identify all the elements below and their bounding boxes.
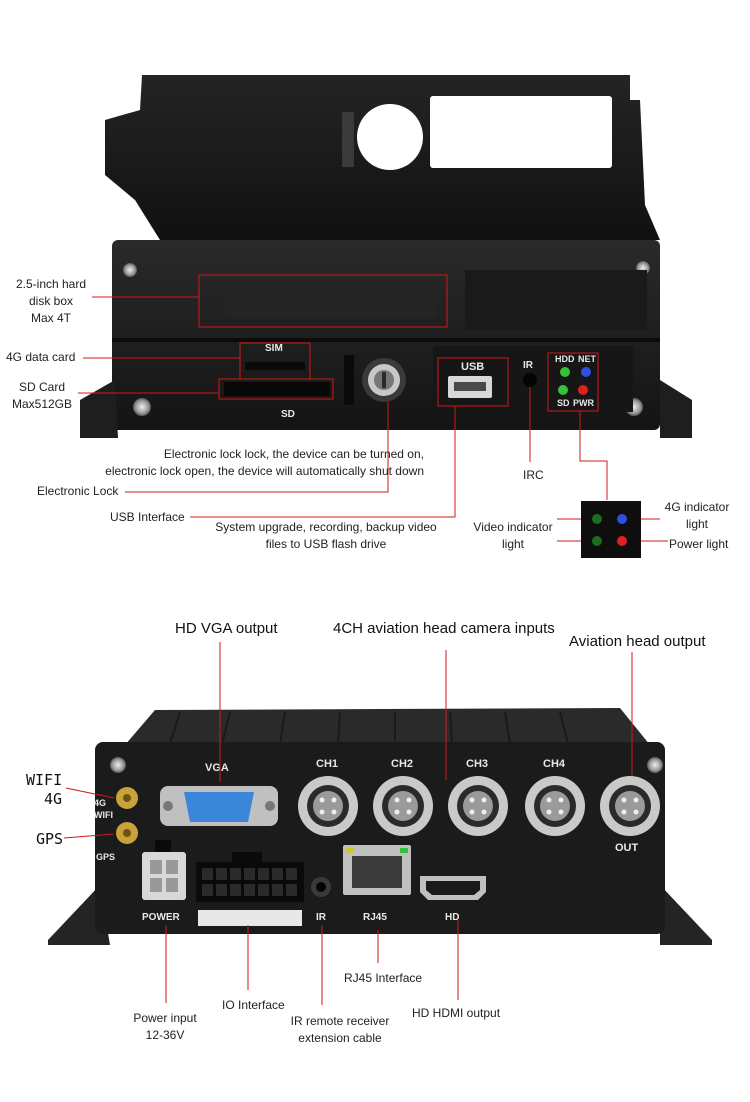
rj45-interface-label: RJ45 Interface xyxy=(344,971,423,985)
ir-panel-label: IR xyxy=(316,912,327,923)
video-led-label-2: light xyxy=(501,537,524,551)
io-interface-label: IO Interface xyxy=(222,998,285,1012)
out-panel-label: OUT xyxy=(615,842,639,854)
power-connector xyxy=(142,852,186,900)
usb-desc-line-1: System upgrade, recording, backup video xyxy=(215,520,437,534)
net-led xyxy=(581,367,591,377)
hdd-led-label: HDD xyxy=(555,354,575,364)
bracket-hole xyxy=(357,104,423,170)
usb-desc-line-2: files to USB flash drive xyxy=(265,537,387,551)
ch2-connector xyxy=(373,776,433,836)
out-connector xyxy=(600,776,660,836)
hdd-box-label-2: disk box xyxy=(28,294,74,308)
usb-port-label: USB xyxy=(461,361,484,373)
data-card-label: 4G data card xyxy=(6,350,76,364)
net-led-label: NET xyxy=(578,354,597,364)
hdd-led xyxy=(560,367,570,377)
sim-slot-label: SIM xyxy=(265,343,283,354)
power-input-label-2: 12-36V xyxy=(145,1028,185,1042)
electronic-lock-label: Electronic Lock xyxy=(37,484,119,498)
hdd-box-label-3: Max 4T xyxy=(30,311,71,325)
4g-led-label-1: 4G indicator xyxy=(664,500,730,514)
led-callout-box xyxy=(547,352,599,412)
pwr-led xyxy=(578,385,588,395)
4g-callout-label: 4G xyxy=(44,790,63,808)
4g-panel-label: 4G xyxy=(94,798,106,808)
ch1-panel-label: CH1 xyxy=(316,758,338,770)
ir-receiver-label-1: IR remote receiver xyxy=(290,1014,390,1028)
sd-card-label-2: Max512GB xyxy=(11,397,73,411)
vga-output-label: HD VGA output xyxy=(175,620,278,637)
sd-slot-label: SD xyxy=(281,409,295,420)
hdd-box-label-1: 2.5-inch hard xyxy=(15,277,87,291)
lock-desc-line-2: electronic lock open, the device will au… xyxy=(105,464,424,478)
camera-inputs-label: 4CH aviation head camera inputs xyxy=(333,620,555,637)
rear-body xyxy=(95,742,665,934)
gps-callout-label: GPS xyxy=(36,830,64,848)
ch2-panel-label: CH2 xyxy=(391,758,413,770)
rj45-panel-label: RJ45 xyxy=(363,912,387,923)
ch3-panel-label: CH3 xyxy=(466,758,488,770)
ch3-connector xyxy=(448,776,508,836)
sd-led xyxy=(558,385,568,395)
hdd-callout-box xyxy=(198,274,448,328)
usb-callout-box xyxy=(437,357,509,407)
sd-led-label: SD xyxy=(557,398,570,408)
power-input-label-1: Power input xyxy=(133,1011,197,1025)
sd-card-label-1: SD Card xyxy=(18,380,65,394)
video-led-label-1: Video indicator xyxy=(473,520,553,534)
4g-led-label-2: light xyxy=(685,517,708,531)
aviation-output-label: Aviation head output xyxy=(569,633,706,650)
ch4-panel-label: CH4 xyxy=(543,758,566,770)
hdmi-output-label: HD HDMI output xyxy=(412,1006,501,1020)
sd-callout-box xyxy=(218,378,334,400)
ch1-connector xyxy=(298,776,358,836)
lock-desc-line-1: Electronic lock lock, the device can be … xyxy=(163,447,424,461)
ir-receiver-label-2: extension cable xyxy=(298,1031,382,1045)
rear-heatsink xyxy=(125,708,650,745)
ir-receiver xyxy=(523,373,537,387)
gps-panel-label: GPS xyxy=(96,852,115,862)
vga-panel-label: VGA xyxy=(205,762,229,774)
power-panel-label: POWER xyxy=(142,912,181,923)
ir-label: IR xyxy=(523,360,534,371)
led-inset-box xyxy=(581,501,641,558)
usb-interface-label: USB Interface xyxy=(110,510,185,524)
irc-label: IRC xyxy=(523,468,544,482)
bracket-window xyxy=(430,96,612,168)
vga-port xyxy=(184,792,254,822)
wifi-panel-label: WIFI xyxy=(94,810,113,820)
wifi-callout-label: WIFI xyxy=(26,771,63,789)
power-led-label: Power light xyxy=(669,537,729,551)
pwr-led-label: PWR xyxy=(573,398,594,408)
hd-panel-label: HD xyxy=(445,912,459,923)
ch4-connector xyxy=(525,776,585,836)
